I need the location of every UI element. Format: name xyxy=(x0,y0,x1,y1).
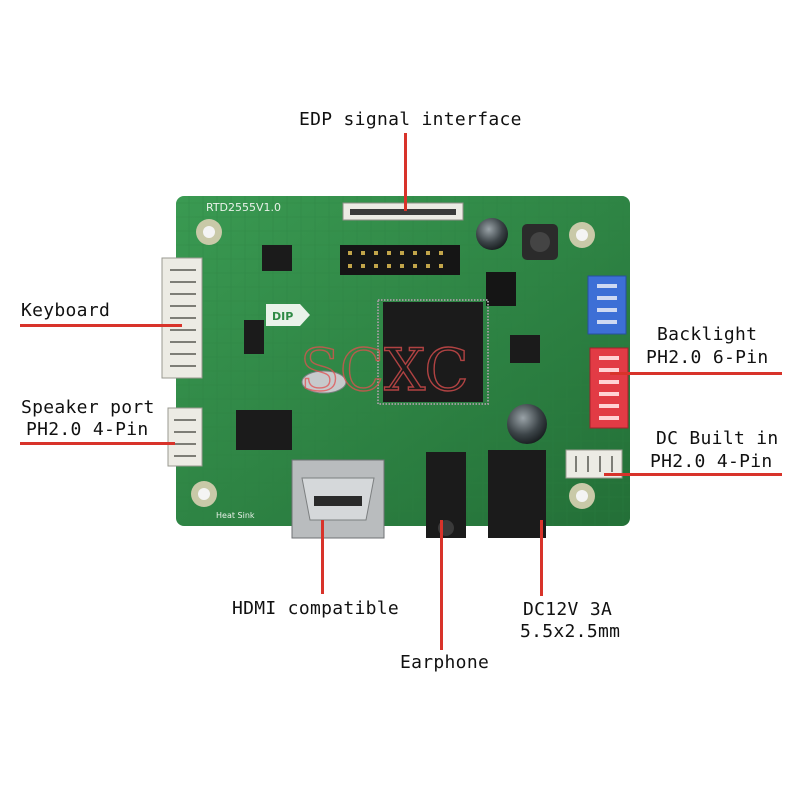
watermark: SCXC xyxy=(300,336,469,404)
speaker-connector xyxy=(167,407,203,467)
silkscreen-title: RTD2555V1.0 xyxy=(206,201,281,214)
label-dc-jack-line2: 5.5x2.5mm xyxy=(520,621,621,642)
label-edp: EDP signal interface xyxy=(299,109,522,130)
label-dc-builtin-line1: DC Built in xyxy=(656,428,779,449)
callout-line-dc-jack xyxy=(540,520,543,596)
chip-small-2 xyxy=(244,320,264,354)
capacitor-top xyxy=(476,218,508,250)
label-dc-builtin-line2: PH2.0 4-Pin xyxy=(650,451,773,472)
mounting-hole-top-right xyxy=(569,222,595,248)
dc-power-jack xyxy=(488,450,546,538)
capacitor-main xyxy=(507,404,547,444)
callout-line-dc-builtin xyxy=(604,473,782,476)
callout-line-earphone xyxy=(440,520,443,650)
dip-marking: DIP xyxy=(266,304,310,326)
earphone-jack xyxy=(426,452,466,538)
label-speaker-line2: PH2.0 4-Pin xyxy=(26,419,149,440)
audio-amp-chip xyxy=(236,410,292,450)
label-earphone: Earphone xyxy=(400,652,490,673)
label-speaker-line1: Speaker port xyxy=(21,397,155,418)
label-backlight-line1: Backlight xyxy=(657,324,758,345)
keyboard-connector xyxy=(161,257,203,379)
label-dc-jack-line1: DC12V 3A xyxy=(523,599,613,620)
mounting-hole-bottom-left xyxy=(191,481,217,507)
jumper-block xyxy=(486,272,516,306)
callout-line-backlight xyxy=(610,372,782,375)
label-keyboard: Keyboard xyxy=(21,300,111,321)
backlight-connector xyxy=(589,347,629,429)
svg-text:DIP: DIP xyxy=(272,310,293,323)
dc-builtin-connector xyxy=(565,449,623,479)
silkscreen-bottom: Heat Sink xyxy=(216,511,255,520)
mounting-hole-bottom-right xyxy=(569,483,595,509)
chip-small-1 xyxy=(262,245,292,271)
callout-line-speaker xyxy=(20,442,175,445)
callout-line-keyboard xyxy=(20,324,182,327)
label-hdmi: HDMI compatible xyxy=(232,598,400,619)
label-backlight-line2: PH2.0 6-Pin xyxy=(646,347,769,368)
hdmi-port xyxy=(291,459,385,539)
crystal-oscillator xyxy=(301,370,347,394)
callout-line-hdmi xyxy=(321,520,324,594)
main-scaler-chip xyxy=(377,299,489,405)
chip-small-3 xyxy=(510,335,540,363)
callout-line-edp xyxy=(404,133,407,211)
pin-header-top xyxy=(340,245,460,275)
blue-connector xyxy=(587,275,627,335)
mounting-hole-top-left xyxy=(196,219,222,245)
